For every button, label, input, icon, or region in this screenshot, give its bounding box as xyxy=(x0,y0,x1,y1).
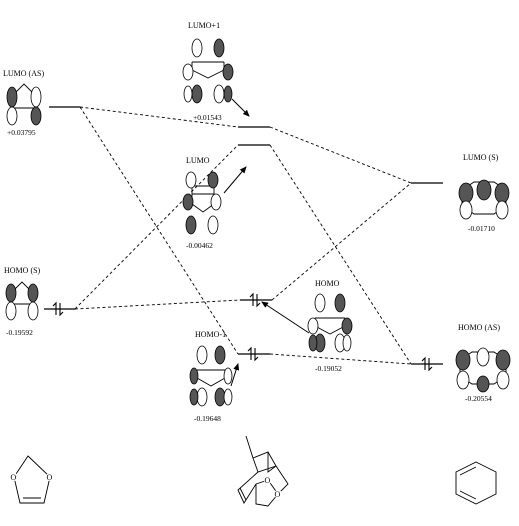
label-lumo-s-right: LUMO (S) xyxy=(463,153,499,162)
label-homo-minus1: HOMO-1 xyxy=(195,330,226,339)
pointer-arrow-lumo-mid xyxy=(223,166,247,194)
orbital-lumo-s-right xyxy=(458,179,510,220)
orbital-homo-minus1 xyxy=(189,345,233,407)
correlation-homo-minus1-to-homo-as xyxy=(269,353,412,365)
orbital-lumo-plus1 xyxy=(182,38,234,104)
correlation-lumo-plus1-to-lumo-s xyxy=(269,126,412,184)
atom-o-right: O xyxy=(47,473,53,482)
label-homo-mid: HOMO xyxy=(315,279,340,288)
correlation-lumo-as-to-homo-minus1 xyxy=(79,106,239,355)
orbital-homo-as-right xyxy=(455,347,511,393)
orbital-homo-s-left xyxy=(5,281,39,321)
electron-pair-homo-mid xyxy=(249,292,261,308)
label-homo-s-left: HOMO (S) xyxy=(4,266,41,275)
energy-lumo-s-right: -0.01710 xyxy=(468,224,495,233)
energy-homo-as-right: -0.20554 xyxy=(465,394,492,403)
pointer-arrow-lumo-plus1 xyxy=(231,98,250,117)
orbital-lumo-mid xyxy=(182,171,222,235)
electron-pair-homo-s-left xyxy=(52,301,64,317)
energy-homo-mid: -0.19052 xyxy=(315,364,342,373)
electron-pair-homo-as-right xyxy=(421,356,433,372)
structure-cyclohexadiene xyxy=(455,461,497,505)
atom-o-lower: O xyxy=(275,490,281,499)
label-lumo-plus1: LUMO+1 xyxy=(188,21,220,30)
label-lumo-mid: LUMO xyxy=(186,156,210,165)
energy-lumo-plus1: +0.01543 xyxy=(193,113,222,122)
energy-homo-minus1: -0.19648 xyxy=(194,414,221,423)
orbital-lumo-as-left xyxy=(6,83,42,126)
correlation-homo-mid-to-lumo-s xyxy=(271,182,412,301)
electron-pair-homo-minus1 xyxy=(247,346,259,362)
atom-o-left: O xyxy=(11,473,17,482)
label-lumo-as-left: LUMO (AS) xyxy=(3,69,44,78)
label-homo-as-right: HOMO (AS) xyxy=(458,323,500,332)
correlation-lumo-as-to-lumo-plus1 xyxy=(79,106,239,128)
pointer-arrow-homo-mid xyxy=(261,301,310,334)
correlation-lumo-mid-to-homo-as xyxy=(269,144,412,365)
pointer-arrow-homo-minus1 xyxy=(230,363,240,387)
structure-dioxole: O O xyxy=(10,455,54,504)
energy-lumo-as-left: +0.03795 xyxy=(7,128,36,137)
energy-homo-s-left: -0.19592 xyxy=(6,328,33,337)
correlation-homo-s-to-homo-mid xyxy=(74,299,241,310)
atom-o-upper: O xyxy=(265,476,271,485)
orbital-homo-mid xyxy=(307,293,353,353)
structure-adduct: O O xyxy=(237,435,289,507)
energy-lumo-mid: -0.00462 xyxy=(186,241,213,250)
